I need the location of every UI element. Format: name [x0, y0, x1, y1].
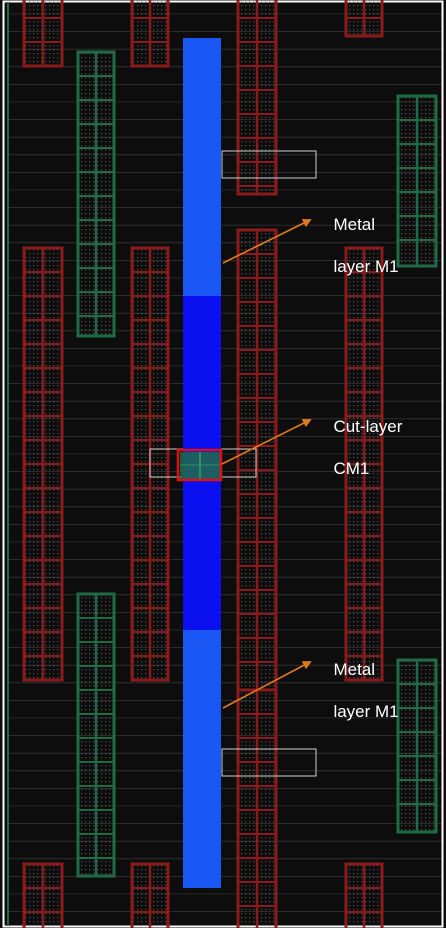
green-cell	[396, 658, 438, 834]
metal-segment-top	[183, 38, 221, 296]
arrow-metal-top	[222, 219, 312, 264]
metal-segment-bottom	[183, 630, 221, 888]
green-cell	[396, 94, 438, 268]
label-cut-line2: CM1	[333, 459, 370, 478]
label-cut-line1: Cut-layer	[333, 417, 403, 436]
label-metal-top-line2: layer M1	[333, 257, 399, 276]
label-metal-top-line1: Metal	[333, 215, 376, 234]
white-box-top	[221, 150, 317, 179]
red-cell	[236, 228, 278, 692]
red-cell	[344, 862, 384, 928]
standard-cells	[22, 0, 438, 928]
red-cell	[22, 246, 64, 682]
red-cell	[344, 246, 384, 682]
red-cell	[236, 0, 278, 196]
cut-layer-cm1	[176, 448, 223, 482]
red-cell	[22, 862, 64, 928]
red-cell	[130, 862, 170, 928]
label-metal-bottom-line1: Metal	[333, 660, 376, 679]
arrow-cut-layer	[221, 419, 312, 465]
arrow-metal-bottom	[222, 661, 312, 709]
white-box-bottom	[221, 748, 317, 777]
cut-highlight-box	[176, 448, 223, 482]
label-cut-layer: Cut-layer CM1	[324, 395, 402, 479]
label-metal-bottom-line2: layer M1	[333, 702, 399, 721]
red-cell	[236, 688, 278, 928]
red-cell	[22, 0, 64, 68]
annotation-arrows	[221, 219, 312, 709]
green-cell	[76, 50, 116, 338]
label-metal-layer-bottom: Metal layer M1	[324, 638, 399, 722]
red-cell	[130, 0, 170, 68]
label-metal-layer-top: Metal layer M1	[324, 193, 399, 277]
green-cell	[76, 592, 116, 878]
red-cell	[344, 0, 384, 38]
